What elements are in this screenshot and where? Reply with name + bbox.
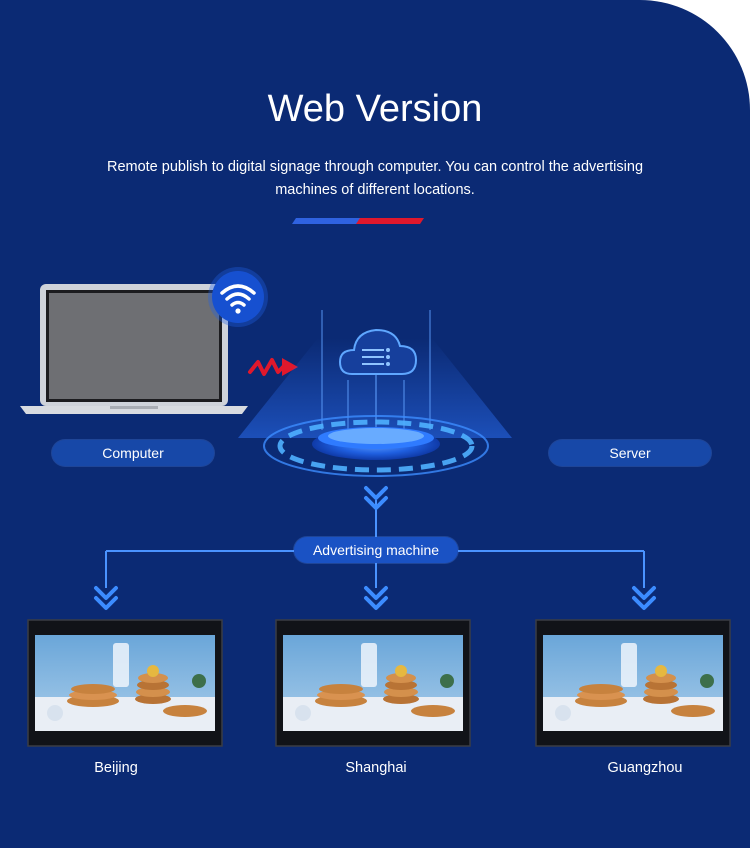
display-screen-icon — [275, 619, 471, 747]
title-divider-blue — [292, 218, 364, 224]
computer-label: Computer — [52, 440, 214, 466]
laptop-icon — [20, 284, 248, 414]
location-label-beijing: Beijing — [94, 760, 138, 776]
page-description: Remote publish to digital signage throug… — [106, 159, 644, 198]
location-label-shanghai: Shanghai — [345, 760, 407, 776]
advertising-machine-label: Advertising machine — [294, 537, 458, 563]
server-label: Server — [549, 440, 711, 466]
display-screen-icon — [535, 619, 731, 747]
title-divider-red — [356, 218, 424, 224]
server-illustration — [238, 310, 512, 477]
page-title: Web Version — [267, 88, 483, 130]
display-screen-icon — [27, 619, 223, 747]
down-arrow-icon — [364, 586, 388, 610]
down-arrow-icon — [632, 586, 656, 610]
signal-arrow-icon — [248, 358, 298, 376]
down-arrow-icon — [94, 586, 118, 610]
location-label-guangzhou: Guangzhou — [607, 760, 683, 776]
cloud-server-icon — [338, 328, 418, 375]
wifi-icon — [208, 267, 268, 327]
